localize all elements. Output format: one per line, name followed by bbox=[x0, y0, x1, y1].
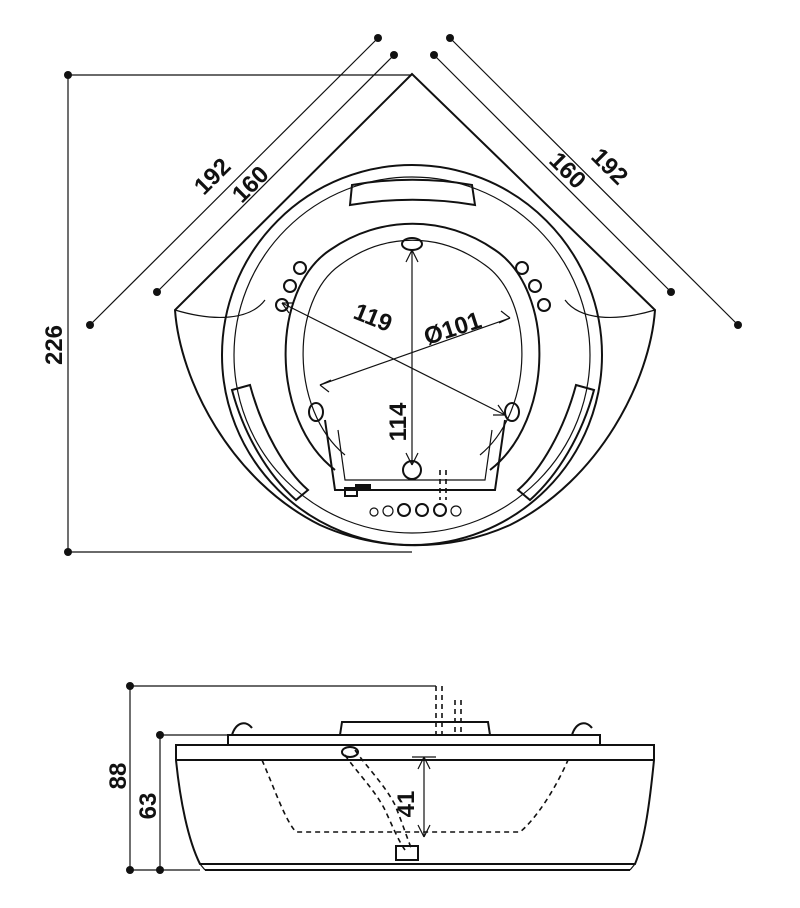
side-view: 88 63 41 bbox=[105, 682, 655, 874]
dim-total-height: 88 bbox=[105, 682, 436, 874]
dim-inner-diameter: Ø101 bbox=[319, 307, 511, 393]
faucet-pipe bbox=[439, 470, 447, 500]
jets bbox=[275, 237, 551, 422]
jet-icon bbox=[308, 402, 324, 422]
headrest bbox=[348, 178, 477, 207]
button-icon bbox=[382, 505, 394, 517]
footwell-inner bbox=[337, 429, 493, 481]
dim-water-depth: 41 bbox=[393, 756, 436, 838]
jet-icon bbox=[515, 261, 529, 275]
drain-valve-icon bbox=[395, 845, 419, 861]
jet-icon bbox=[528, 279, 542, 293]
basin-inner-ring bbox=[284, 222, 541, 471]
left-armrest bbox=[230, 383, 310, 502]
right-outer-side-label: 192 bbox=[586, 143, 633, 190]
jet-icon bbox=[283, 279, 297, 293]
inner-diameter-label: Ø101 bbox=[421, 307, 485, 351]
dim-rim-height: 63 bbox=[135, 731, 228, 874]
jet-icon bbox=[293, 261, 307, 275]
jet-icon bbox=[275, 298, 289, 312]
rim-height-label: 63 bbox=[135, 793, 162, 820]
right-inner-side-label: 160 bbox=[544, 147, 591, 194]
button-icon bbox=[369, 507, 379, 517]
overall-height-label: 226 bbox=[41, 325, 68, 365]
side-headrest bbox=[339, 721, 491, 736]
jet-icon bbox=[504, 402, 520, 422]
basin-depth-label: 114 bbox=[385, 402, 412, 441]
dim-left-sides: 192 160 bbox=[86, 34, 398, 329]
tub-rim-line bbox=[174, 299, 656, 318]
button-icon bbox=[450, 505, 462, 517]
basin-outer-circle bbox=[221, 164, 603, 546]
valve-icon bbox=[344, 487, 358, 497]
faucet-dashed bbox=[435, 686, 462, 735]
right-handle bbox=[571, 722, 593, 736]
basin-rim-circle bbox=[233, 176, 591, 534]
drain-fitting bbox=[341, 746, 359, 758]
dim-basin-depth: 114 bbox=[385, 249, 419, 466]
right-armrest bbox=[516, 383, 596, 502]
dim-overall-height: 226 bbox=[41, 71, 412, 556]
button-icon bbox=[415, 503, 429, 517]
outer-diameter-label: 119 bbox=[350, 298, 396, 338]
dim-right-sides: 160 192 bbox=[430, 34, 742, 329]
left-outer-side-label: 192 bbox=[189, 153, 236, 200]
rim-top bbox=[227, 734, 601, 745]
control-buttons bbox=[369, 503, 462, 517]
button-icon bbox=[397, 503, 411, 517]
water-depth-label: 41 bbox=[393, 791, 420, 818]
left-inner-side-label: 160 bbox=[227, 161, 274, 208]
overflow-icon bbox=[355, 484, 371, 490]
tub-outer-outline bbox=[173, 72, 657, 547]
basin-inner-ring-2 bbox=[302, 239, 523, 456]
button-icon bbox=[433, 503, 447, 517]
footwell-outline bbox=[324, 419, 506, 491]
total-height-label: 88 bbox=[105, 763, 132, 790]
left-handle bbox=[231, 722, 253, 736]
basin-dashed-profile bbox=[261, 759, 569, 833]
top-view: 226 192 160 160 192 bbox=[41, 34, 742, 556]
drain-pipe bbox=[344, 749, 413, 851]
jet-icon bbox=[537, 298, 551, 312]
